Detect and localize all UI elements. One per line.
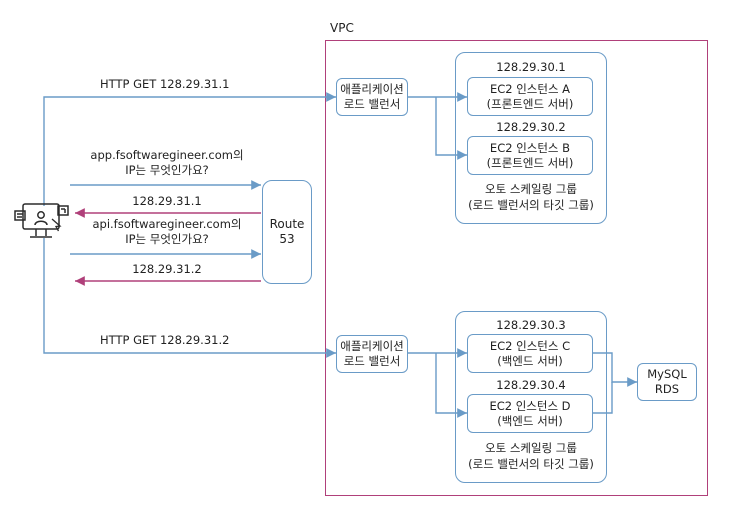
vpc-boundary <box>325 40 708 496</box>
rds-line1: MySQL <box>647 367 687 381</box>
dns-query-b-line2: IP는 무엇인가요? <box>125 232 209 246</box>
instance-b-box: EC2 인스턴스 B (프론트엔드 서버) <box>467 136 593 175</box>
backend-load-balancer: 애플리케이션 로드 밸런서 <box>336 335 408 373</box>
route53-line1: Route <box>269 217 305 231</box>
instance-c-line2: (백엔드 서버) <box>497 353 563 368</box>
instance-b-line2: (프론트엔드 서버) <box>486 155 574 170</box>
route53-box: Route 53 <box>262 180 312 284</box>
frontend-group-line1: 오토 스케일링 그룹 <box>485 182 577 196</box>
frontend-load-balancer: 애플리케이션 로드 밸런서 <box>336 78 408 116</box>
instance-d-line1: EC2 인스턴스 D <box>489 398 571 413</box>
instance-a-line2: (프론트엔드 서버) <box>486 96 574 111</box>
backend-alb-line1: 애플리케이션 <box>340 339 404 353</box>
dns-query-a-line2: IP는 무엇인가요? <box>125 163 209 177</box>
instance-b-line1: EC2 인스턴스 B <box>489 140 571 155</box>
instance-d-line2: (백엔드 서버) <box>497 413 563 428</box>
backend-group-line1: 오토 스케일링 그룹 <box>485 441 577 455</box>
dns-answer-b-label: 128.29.31.2 <box>132 262 202 276</box>
instance-c-to-rds <box>593 352 637 387</box>
user-computer-icon <box>14 203 69 238</box>
rds-line2: RDS <box>654 382 680 396</box>
instance-a-box: EC2 인스턴스 A (프론트엔드 서버) <box>467 77 593 116</box>
frontend-alb-line1: 애플리케이션 <box>340 82 404 96</box>
backend-group-label: 오토 스케일링 그룹 (로드 밸런서의 타깃 그룹) <box>455 440 607 472</box>
dns-query-a-label: app.fsoftwaregineer.com의 IP는 무엇인가요? <box>72 148 262 178</box>
mysql-rds-box: MySQL RDS <box>637 363 697 401</box>
dns-query-a-line1: app.fsoftwaregineer.com의 <box>90 148 244 162</box>
instance-a-line1: EC2 인스턴스 A <box>489 81 571 96</box>
alb-to-instance-b <box>435 97 467 160</box>
request-line-backend <box>43 238 336 358</box>
instance-d-ip: 128.29.30.4 <box>496 378 566 392</box>
backend-group-line2: (로드 밸런서의 타깃 그룹) <box>468 457 594 471</box>
dns-query-b-label: api.fsoftwaregineer.com의 IP는 무엇인가요? <box>72 217 262 247</box>
instance-d-to-rds <box>593 382 613 414</box>
frontend-alb-line2: 로드 밸런서 <box>343 97 401 111</box>
backend-alb-line2: 로드 밸런서 <box>343 354 401 368</box>
dns-query-b-line1: api.fsoftwaregineer.com의 <box>92 217 242 231</box>
request-line-frontend <box>43 92 336 206</box>
instance-a-ip: 128.29.30.1 <box>496 60 566 74</box>
route53-line2: 53 <box>279 232 295 246</box>
alb-to-instance-d <box>435 353 467 418</box>
frontend-group-label: 오토 스케일링 그룹 (로드 밸런서의 타깃 그룹) <box>455 181 607 213</box>
instance-d-box: EC2 인스턴스 D (백엔드 서버) <box>467 394 593 433</box>
http-get-frontend-label: HTTP GET 128.29.31.1 <box>100 77 230 91</box>
http-get-backend-label: HTTP GET 128.29.31.2 <box>100 333 230 347</box>
backend-auto-scaling-group <box>455 311 607 483</box>
dns-answer-a-label: 128.29.31.1 <box>132 194 202 208</box>
instance-b-ip: 128.29.30.2 <box>496 120 566 134</box>
instance-c-line1: EC2 인스턴스 C <box>489 338 571 353</box>
instance-c-ip: 128.29.30.3 <box>496 318 566 332</box>
frontend-group-line2: (로드 밸런서의 타깃 그룹) <box>468 198 594 212</box>
frontend-auto-scaling-group <box>455 52 607 224</box>
instance-c-box: EC2 인스턴스 C (백엔드 서버) <box>467 334 593 373</box>
vpc-label: VPC <box>330 21 354 35</box>
